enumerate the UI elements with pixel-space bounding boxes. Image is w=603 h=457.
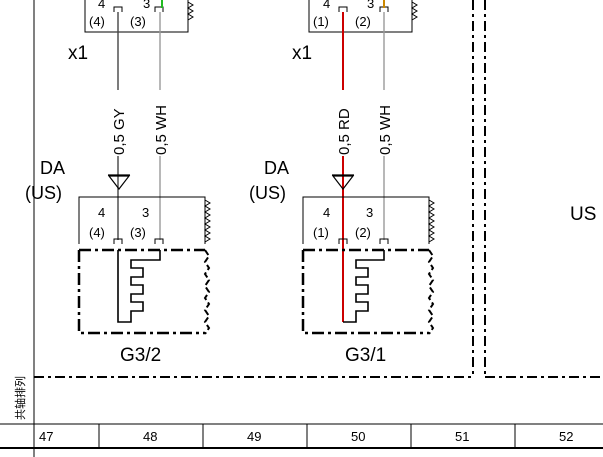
region-label: US (570, 204, 596, 225)
variant-label: DA (40, 158, 65, 178)
pin-id: (1) (313, 14, 329, 29)
pin-socket (338, 238, 348, 244)
component-left[interactable] (77, 248, 211, 335)
heater-element-icon (117, 250, 161, 323)
wire-label: 0,5 WH (153, 105, 170, 155)
region-boundary (34, 0, 603, 378)
variant-label: DA (264, 158, 289, 178)
pin-number: 3 (142, 205, 149, 220)
grid-ruler: 47 48 49 50 51 52 (0, 423, 603, 449)
connector-right-top[interactable]: 4 3 (1) (2) (308, 0, 418, 33)
wire-label: 0,5 WH (377, 105, 394, 155)
pin-socket (154, 238, 164, 244)
variant-triangle-icon (107, 174, 131, 190)
connector-label: x1 (292, 43, 312, 64)
ruler-cell: 52 (559, 429, 573, 444)
ruler-cell: 47 (39, 429, 53, 444)
ruler-cell: 50 (351, 429, 365, 444)
connector-left-bottom[interactable]: 4 3 (4) (3) (78, 196, 211, 244)
connector-left-top[interactable]: 4 3 (4) (3) (84, 0, 194, 33)
pin-id: (2) (355, 225, 371, 240)
heater-element-icon (343, 250, 385, 323)
component-right[interactable] (301, 248, 435, 335)
pin-socket (113, 6, 123, 12)
pin-id: (4) (89, 14, 105, 29)
pin-id: (3) (130, 14, 146, 29)
pin-id: (3) (130, 225, 146, 240)
pin-number: 4 (323, 205, 330, 220)
ruler-cell: 51 (455, 429, 469, 444)
pin-number: 4 (98, 0, 105, 11)
pin-number: 3 (366, 205, 373, 220)
pin-number: 4 (323, 0, 330, 11)
wire-label: 0,5 RD (336, 108, 353, 155)
wire-label: 0,5 GY (111, 108, 128, 155)
pin-socket (379, 238, 389, 244)
component-ref: G3/1 (345, 345, 386, 366)
variant-label: (US) (249, 183, 286, 203)
ruler-cell: 49 (247, 429, 261, 444)
variant-triangle-icon (331, 174, 355, 190)
pin-id: (2) (355, 14, 371, 29)
connector-label: x1 (68, 43, 88, 64)
pin-id: (4) (89, 225, 105, 240)
pin-number: 3 (367, 0, 374, 11)
pin-socket (113, 238, 123, 244)
pin-number: 3 (143, 0, 150, 11)
variant-label: (US) (25, 183, 62, 203)
pin-socket (154, 6, 164, 12)
pin-number: 4 (98, 205, 105, 220)
pin-id: (1) (313, 225, 329, 240)
pin-socket (338, 6, 348, 12)
margin-stamp: 共轴排列 (13, 376, 27, 420)
ruler-cell: 48 (143, 429, 157, 444)
component-ref: G3/2 (120, 345, 161, 366)
connector-right-bottom[interactable]: 4 3 (1) (2) (302, 196, 435, 244)
